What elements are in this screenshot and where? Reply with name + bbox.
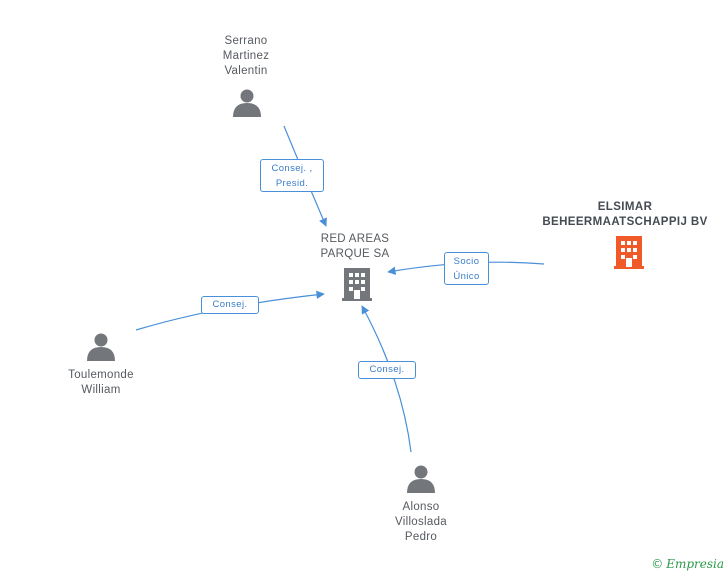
node-label-elsimar-line1: ELSIMAR	[597, 201, 653, 213]
edge-label-elsimar-role: Socio Único	[444, 252, 489, 285]
person-icon[interactable]	[233, 89, 261, 118]
edge-label-alonso-role: Consej.	[358, 361, 416, 379]
node-label-serrano[interactable]: Serrano Martinez Valentin	[222, 35, 270, 77]
person-icon[interactable]	[87, 333, 115, 362]
node-label-alonso[interactable]: Alonso Villoslada Pedro	[394, 501, 447, 543]
node-label-red-areas[interactable]: RED AREAS PARQUE SA	[320, 233, 390, 260]
empresia-credit: ©Empresia	[651, 557, 724, 571]
edge-alonso-to-red-areas	[361, 305, 412, 453]
empresia-logo: Empresia	[666, 557, 724, 571]
edge-label-serrano-role: Consej. , Presid.	[260, 159, 324, 192]
edge-label-toulemonde-role: Consej.	[201, 296, 259, 314]
building-icon[interactable]	[614, 236, 644, 269]
node-label-elsimar[interactable]: ELSIMAR BEHEERMAATSCHAPPIJ BV	[520, 200, 728, 230]
node-label-toulemonde[interactable]: Toulemonde William	[68, 369, 134, 396]
node-label-elsimar-line2: BEHEERMAATSCHAPPIJ BV	[542, 216, 708, 228]
person-icon[interactable]	[407, 465, 435, 494]
building-icon[interactable]	[342, 268, 372, 301]
copyright-icon: ©	[651, 557, 664, 571]
